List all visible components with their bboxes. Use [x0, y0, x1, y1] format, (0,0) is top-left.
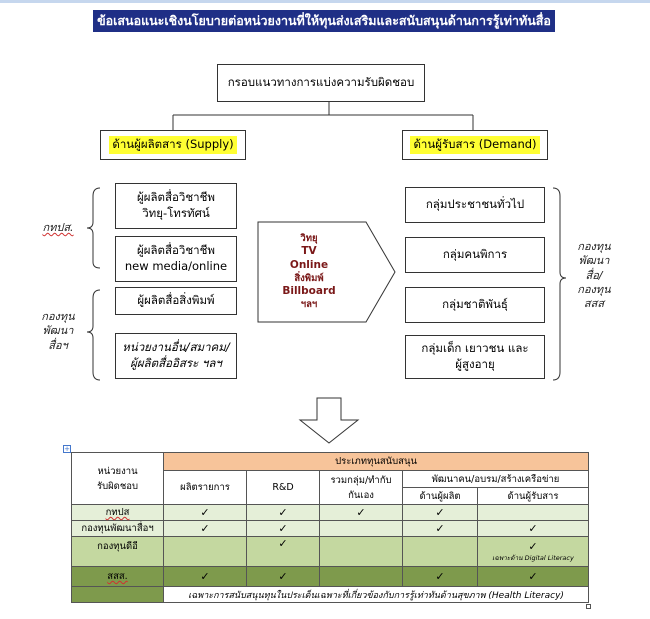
supply-item-line2: new media/online — [124, 259, 228, 273]
top-border — [0, 0, 650, 3]
table-cell: ✓ — [477, 520, 589, 537]
supply-item-broadcast: ผู้ผลิตสื่อวิชาชีพ วิทยุ-โทรทัศน์ — [115, 183, 237, 229]
supply-item-line2: วิทยุ-โทรทัศน์ — [142, 206, 210, 220]
table-cell: ✓ — [246, 536, 320, 567]
demand-item-ethnic: กลุ่มชาติพันธุ์ — [405, 287, 545, 323]
supply-item-line1: ผู้ผลิตสื่อสิ่งพิมพ์ — [137, 293, 215, 308]
table-cell: ✓ — [402, 520, 478, 537]
supply-item-line1: หน่วยงานอื่น/สมาคม/ — [122, 340, 230, 355]
table-row: กองทุนพัฒนาสื่อฯ ✓ ✓ ✓ ✓ — [71, 520, 589, 537]
demand-item-disabled: กลุ่มคนพิการ — [405, 237, 545, 273]
table-cell — [402, 536, 478, 567]
right-side-label: กองทุน พัฒนา สื่อ/ กองทุน สสส — [577, 240, 611, 311]
media-channels: วิทยุ TV Online สิ่งพิมพ์ Billboard ฯลฯ — [254, 222, 364, 322]
digital-literacy-note: เฉพาะด้าน Digital Literacy — [492, 554, 574, 562]
table-cell: ✓ — [163, 566, 247, 587]
demand-label: ด้านผู้รับสาร (Demand) — [410, 136, 540, 154]
table-col-header: รวมกลุ่ม/ทำกับกันเอง — [319, 470, 403, 505]
demand-item-youth: กลุ่มเด็ก เยาวชน และ ผู้สูงอายุ — [405, 335, 545, 379]
media-item: TV — [301, 245, 317, 258]
table-cell — [319, 520, 403, 537]
demand-item-label: กลุ่มคนพิการ — [442, 247, 508, 262]
table-col-header: พัฒนาคน/อบรม/สร้างเครือข่าย — [402, 470, 589, 488]
supply-item-line1: ผู้ผลิตสื่อวิชาชีพ — [136, 243, 216, 258]
framework-box: กรอบแนวทางการแบ่งความรับผิดชอบ — [217, 64, 425, 102]
table-row: สสส. ✓ ✓ ✓ ✓ — [71, 566, 589, 587]
left-side-top-label: กทปส. — [42, 221, 74, 234]
supply-item-line2: ผู้ผลิตสื่ออิสระ ฯลฯ — [130, 356, 222, 370]
row-label: กทปส — [71, 504, 164, 521]
supply-item-online: ผู้ผลิตสื่อวิชาชีพ new media/online — [115, 236, 237, 282]
demand-item-public: กลุ่มประชาชนทั่วไป — [405, 187, 545, 223]
row-label: สสส. — [71, 566, 164, 587]
table-cell: ✓ — [477, 566, 589, 587]
table-row: กองทุนดีอี ✓ ✓ เฉพาะด้าน Digital Literac… — [71, 536, 589, 567]
down-arrow-shape — [298, 397, 360, 444]
table-cell — [319, 566, 403, 587]
left-side-bottom-label: กองทุน พัฒนา สื่อฯ — [41, 310, 75, 352]
table-header-unit: หน่วยงาน รับผิดชอบ — [71, 452, 164, 505]
table-footnote: เฉพาะการสนับสนุนทุนในประเด็นเฉพาะที่เกี่… — [163, 586, 589, 603]
table-cell — [477, 504, 589, 521]
table-cell — [319, 536, 403, 567]
table-cell — [163, 536, 247, 567]
table-cell-digital: ✓ เฉพาะด้าน Digital Literacy — [477, 536, 589, 567]
table-col-header: R&D — [246, 470, 320, 505]
framework-label: กรอบแนวทางการแบ่งความรับผิดชอบ — [227, 75, 415, 90]
table-row: กทปส ✓ ✓ ✓ ✓ — [71, 504, 589, 521]
funding-table: หน่วยงาน รับผิดชอบ ประเภททุนสนับสนุน ผลิ… — [71, 452, 589, 603]
media-item: Online — [289, 259, 329, 271]
table-header-type: ประเภททุนสนับสนุน — [163, 452, 589, 471]
supply-box: ด้านผู้ผลิตสาร (Supply) — [100, 130, 246, 160]
table-cell: ✓ — [402, 566, 478, 587]
row-label: กองทุนพัฒนาสื่อฯ — [71, 520, 164, 537]
media-item: Billboard — [282, 284, 336, 297]
table-subcol-header: ด้านผู้รับสาร — [477, 487, 589, 505]
supply-item-line1: ผู้ผลิตสื่อวิชาชีพ — [136, 190, 216, 205]
table-col-header: ผลิตรายการ — [163, 470, 247, 505]
table-subcol-header: ด้านผู้ผลิต — [402, 487, 478, 505]
table-resize-handle[interactable] — [586, 604, 591, 609]
demand-item-line2: ผู้สูงอายุ — [455, 357, 495, 371]
supply-item-other: หน่วยงานอื่น/สมาคม/ ผู้ผลิตสื่ออิสระ ฯลฯ — [115, 333, 237, 379]
demand-item-label: กลุ่มชาติพันธุ์ — [442, 297, 508, 312]
table-cell: ✓ — [246, 504, 320, 521]
page-title: ข้อเสนอแนะเชิงนโยบายต่อหน่วยงานที่ให้ทุน… — [93, 10, 555, 32]
demand-item-label: กลุ่มประชาชนทั่วไป — [425, 197, 525, 212]
table-cell: ✓ — [163, 504, 247, 521]
table-cell: ✓ — [246, 520, 320, 537]
table-cell: ✓ — [319, 504, 403, 521]
row-label: กองทุนดีอี — [71, 536, 164, 567]
supply-label: ด้านผู้ผลิตสาร (Supply) — [109, 136, 237, 154]
table-cell: ✓ — [402, 504, 478, 521]
supply-item-print: ผู้ผลิตสื่อสิ่งพิมพ์ — [115, 287, 237, 315]
table-move-handle[interactable]: + — [63, 445, 71, 453]
table-footnote-row: เฉพาะการสนับสนุนทุนในประเด็นเฉพาะที่เกี่… — [71, 586, 589, 603]
demand-item-line1: กลุ่มเด็ก เยาวชน และ — [421, 341, 529, 356]
demand-box: ด้านผู้รับสาร (Demand) — [402, 130, 548, 160]
table-cell: ✓ — [246, 566, 320, 587]
media-item: วิทยุ — [300, 233, 318, 245]
media-item: ฯลฯ — [300, 298, 318, 310]
footnote-spacer — [71, 586, 164, 603]
table-cell: ✓ — [163, 520, 247, 537]
media-item: สิ่งพิมพ์ — [294, 272, 324, 284]
